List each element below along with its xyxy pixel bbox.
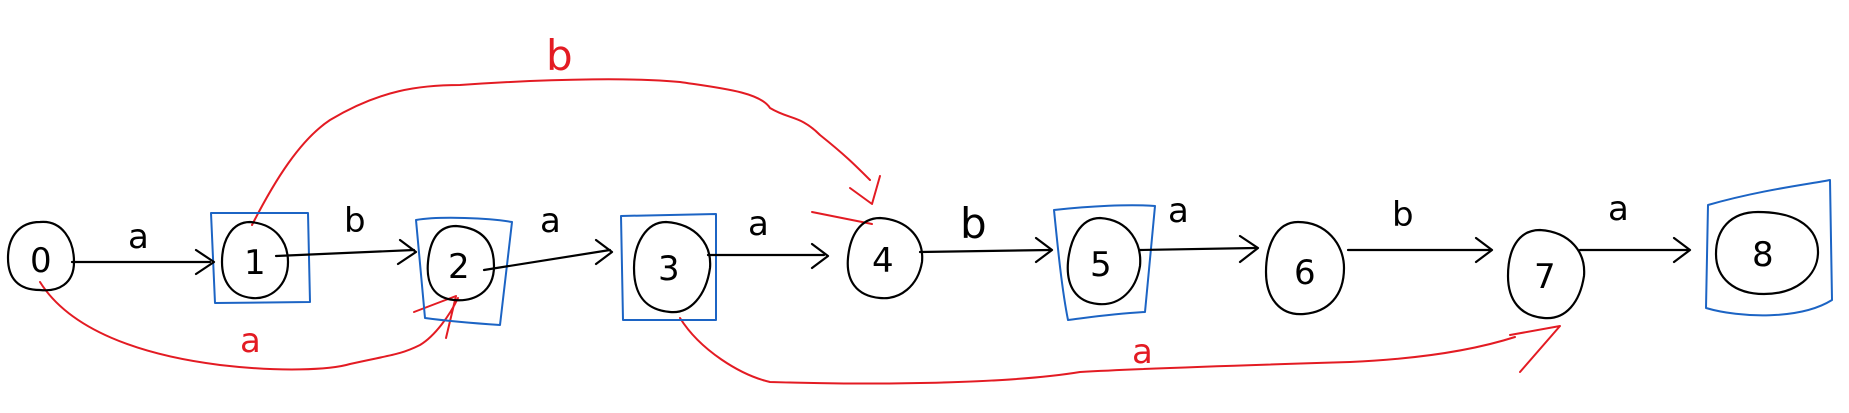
state-6-label: 6 [1294, 253, 1316, 293]
highlight-box-8 [1705, 179, 1833, 317]
state-3[interactable]: 3 [632, 220, 712, 314]
transition-1-2-label: b [344, 201, 366, 241]
back-edge-3-7: a [679, 317, 1561, 385]
highlight-box-1 [210, 212, 311, 304]
transition-6-7-label: b [1392, 195, 1414, 235]
transition-7-8: a [1578, 189, 1692, 264]
state-2-label: 2 [448, 247, 470, 287]
state-4-label: 4 [872, 241, 894, 281]
transition-3-4: a [706, 204, 830, 270]
state-7-label: 7 [1534, 257, 1556, 297]
transition-6-7: b [1346, 195, 1494, 264]
back-edge-1-4: b [251, 31, 881, 226]
transition-0-1: a [70, 217, 216, 276]
transition-1-2: b [274, 201, 418, 266]
transition-2-3-label: a [540, 201, 561, 241]
state-0-label: 0 [30, 241, 52, 281]
state-5[interactable]: 5 [1066, 216, 1142, 306]
state-3-label: 3 [658, 249, 680, 289]
transition-3-4-label: a [748, 204, 769, 244]
state-8[interactable]: 8 [1714, 210, 1820, 296]
state-7[interactable]: 7 [1506, 228, 1586, 320]
state-2[interactable]: 2 [426, 224, 496, 302]
highlight-box-3 [620, 213, 717, 321]
state-6[interactable]: 6 [1264, 220, 1346, 316]
transition-0-1-label: a [128, 217, 149, 257]
state-8-label: 8 [1752, 235, 1774, 275]
transition-5-6: a [1138, 191, 1260, 264]
highlight-box-5 [1053, 204, 1156, 321]
state-1[interactable]: 1 [220, 220, 290, 300]
transition-4-5: b [918, 199, 1054, 264]
transition-2-3: a [482, 201, 614, 272]
state-1-label: 1 [244, 243, 266, 283]
back-edge-0-2: a [39, 281, 459, 371]
transition-7-8-label: a [1608, 189, 1629, 229]
back-edge-3-7-label: a [1132, 332, 1153, 372]
transition-4-5-label: b [960, 199, 987, 248]
back-edge-1-4-label: b [546, 31, 573, 80]
transition-5-6-label: a [1168, 191, 1189, 231]
back-edge-0-2-label: a [240, 321, 261, 361]
state-0[interactable]: 0 [6, 220, 76, 292]
state-5-label: 5 [1090, 245, 1112, 285]
highlight-box-2 [415, 216, 513, 326]
state-4[interactable]: 4 [846, 216, 924, 300]
